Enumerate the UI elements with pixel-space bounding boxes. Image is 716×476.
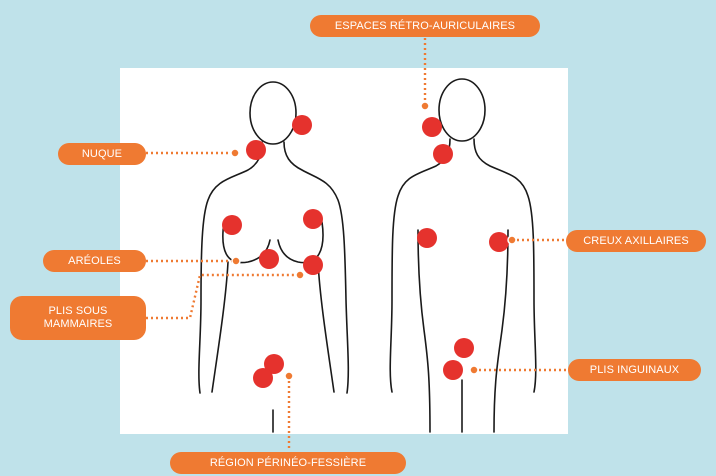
label-plis-sous-mammaires: PLIS SOUS MAMMAIRES (10, 296, 146, 340)
marker-areole-center (259, 249, 279, 269)
label-plis-inguinaux: PLIS INGUINAUX (568, 359, 701, 381)
label-creux-axillaires: CREUX AXILLAIRES (566, 230, 706, 252)
marker-breast-left (222, 215, 242, 235)
male-silhouette (390, 79, 536, 432)
marker-inguinal-2 (443, 360, 463, 380)
label-nuque: NUQUE (58, 143, 146, 165)
label-retro-auricular: ESPACES RÉTRO-AURICULAIRES (310, 15, 540, 37)
marker-breast-right (303, 209, 323, 229)
marker-axilla-left (417, 228, 437, 248)
marker-neck-female-left (246, 140, 266, 160)
marker-retro-auricular-1 (422, 117, 442, 137)
marker-submammary-right (303, 255, 323, 275)
label-region-perineo-fessiere: RÉGION PÉRINÉO-FESSIÈRE (170, 452, 406, 474)
marker-neck-female-right (292, 115, 312, 135)
marker-inguinal-1 (454, 338, 474, 358)
marker-axilla-right (489, 232, 509, 252)
marker-retro-auricular-2 (433, 144, 453, 164)
markers (222, 115, 509, 388)
marker-perineo-2 (253, 368, 273, 388)
label-areoles: ARÉOLES (43, 250, 146, 272)
